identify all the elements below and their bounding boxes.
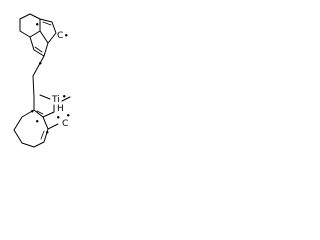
hydride-radical-dot: • [56, 114, 60, 122]
upper-bridge-radical-dot: • [38, 60, 42, 68]
upper-carbon-radical-dot: • [64, 32, 68, 40]
upper-ring-radical-dot: • [35, 21, 39, 29]
upper-carbon-radical-label: C [57, 31, 63, 41]
titanium-hydride-label: H [57, 104, 64, 114]
lower-ring-side-radical-dot: • [45, 129, 49, 137]
lower-five-membered-ring [33, 96, 55, 118]
lower-ring-radical-dot: • [35, 118, 39, 126]
lower-carbon-radical-dot: • [66, 112, 70, 120]
upper-five-membered-ring [39, 18, 57, 44]
lower-carbon-radical-label: C [62, 119, 68, 129]
lower-bridge-radical-dot: • [30, 108, 34, 116]
titanium-radical-dot: • [62, 93, 66, 101]
lower-radical-bond [47, 123, 59, 130]
titanium-methyl-right-bond [61, 96, 71, 102]
lower-cyclohexane-ring [13, 109, 49, 148]
upper-lower-ring-fragment [29, 36, 49, 57]
titanium-label: Ti [51, 95, 60, 105]
ethylene-bridge [32, 55, 45, 98]
titanium-methyl-left-bond [39, 94, 51, 100]
molecule-structure: • C • • Ti • • H • C • • • [13, 13, 71, 148]
